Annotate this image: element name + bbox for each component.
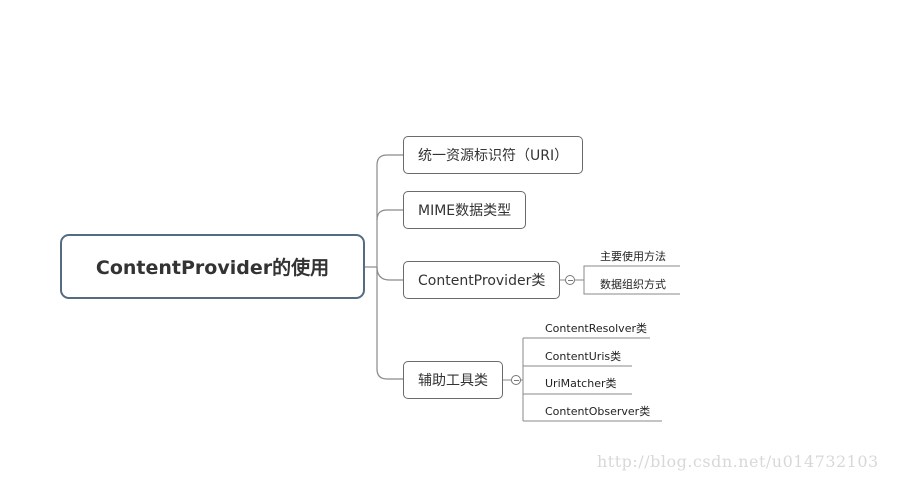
collapse-toggle-icon[interactable] [565,275,575,285]
leaf-node-content-observer[interactable]: ContentObserver类 [545,405,651,418]
root-label: ContentProvider的使用 [95,257,330,279]
connector-tools-children [501,337,662,422]
connector-branch-mime [376,209,403,221]
collapse-toggle-icon[interactable] [511,375,521,385]
branch-label-uri: 统一资源标识符（URI） [418,148,569,164]
leaf-node-content-resolver[interactable]: ContentResolver类 [545,322,647,335]
leaf-node-uri-matcher[interactable]: UriMatcher类 [545,377,617,390]
branch-node-helper-tools[interactable]: 辅助工具类 [403,361,503,399]
leaf-node-data-organization[interactable]: 数据组织方式 [600,278,666,291]
branch-label-mime: MIME数据类型 [418,203,512,219]
watermark-text: http://blog.csdn.net/u014732103 [597,452,879,471]
connector-branch-uri [376,154,403,267]
leaf-node-content-uris[interactable]: ContentUris类 [545,350,622,363]
branch-node-mime[interactable]: MIME数据类型 [403,191,527,229]
branch-label-helper-tools: 辅助工具类 [418,373,488,389]
branch-label-content-provider: ContentProvider类 [418,273,546,289]
leaf-node-main-methods[interactable]: 主要使用方法 [600,250,666,263]
branch-node-uri[interactable]: 统一资源标识符（URI） [403,136,584,174]
root-node[interactable]: ContentProvider的使用 [60,234,365,299]
connector-branch-provider [376,266,403,281]
branch-node-content-provider[interactable]: ContentProvider类 [403,261,561,299]
connector-branch-tools [376,267,403,380]
